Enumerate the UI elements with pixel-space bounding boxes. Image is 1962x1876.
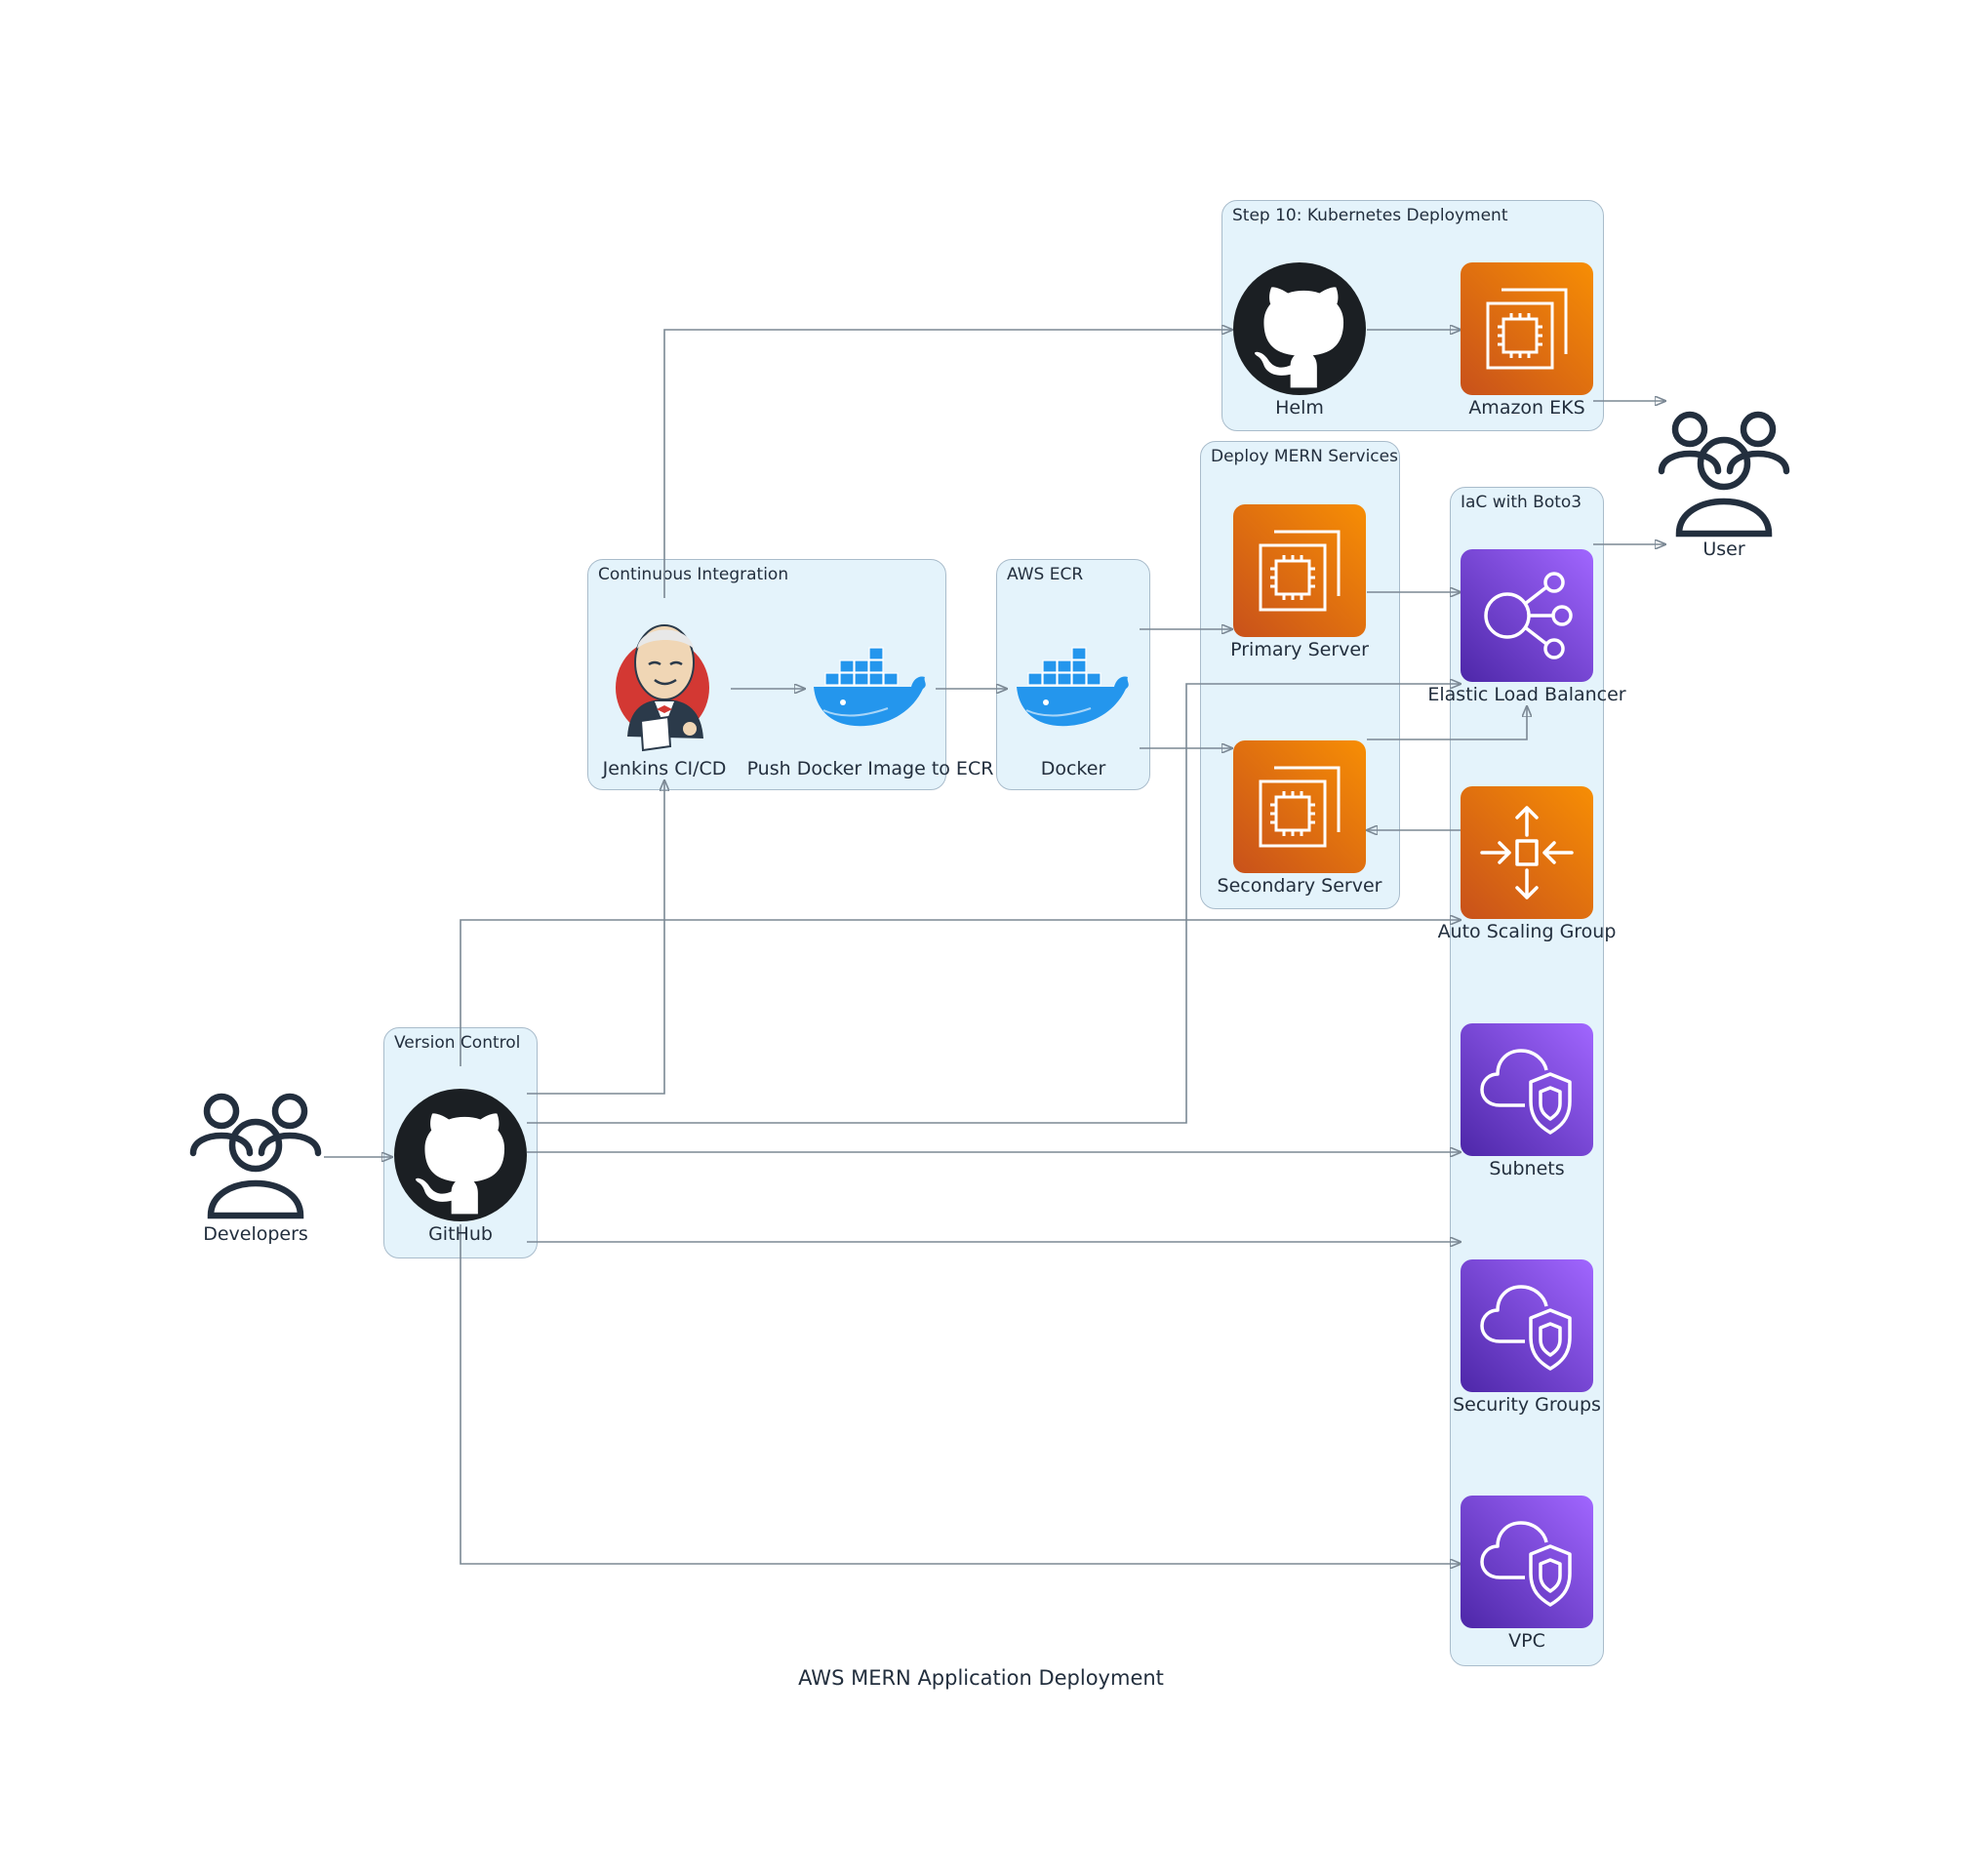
node-label: GitHub (428, 1223, 493, 1245)
node-label: Security Groups (1453, 1394, 1601, 1416)
edge-github-asg (460, 920, 1461, 1066)
node-label: Elastic Load Balancer (1427, 684, 1626, 705)
cluster-label: Step 10: Kubernetes Deployment (1232, 206, 1508, 225)
edge-github-vpc (460, 1224, 1461, 1564)
edge-github-elb (527, 684, 1461, 1124)
node-label: Helm (1275, 397, 1324, 419)
cluster-label: Continuous Integration (598, 565, 789, 584)
ec2-chip-icon (1461, 262, 1593, 395)
cluster-label: Deploy MERN Services (1211, 447, 1398, 466)
node-label: Subnets (1489, 1158, 1565, 1179)
diagram-title: AWS MERN Application Deployment (798, 1666, 1164, 1690)
jenkins-icon (616, 624, 709, 752)
cloud-shield-icon (1461, 1259, 1593, 1392)
cluster-label: AWS ECR (1007, 565, 1084, 584)
docker-icon (814, 647, 926, 727)
users-icon (189, 1093, 322, 1219)
ec2-chip-icon (1233, 504, 1366, 637)
node-label: Jenkins CI/CD (602, 758, 727, 779)
docker-icon (1017, 647, 1129, 727)
cluster-label: IaC with Boto3 (1461, 493, 1582, 512)
node-label: VPC (1508, 1630, 1545, 1652)
node-label: User (1702, 539, 1745, 560)
edge-github-jenkins (527, 780, 664, 1095)
edge-jenkins-helm (663, 330, 1232, 598)
auto-scaling-icon (1461, 786, 1593, 919)
load-balancer-icon (1461, 549, 1593, 682)
users-icon (1658, 411, 1790, 538)
node-label: Docker (1040, 758, 1106, 779)
node-label: Push Docker Image to ECR (746, 758, 994, 779)
node-label: Amazon EKS (1468, 397, 1585, 419)
cloud-shield-icon (1461, 1496, 1593, 1628)
node-label: Primary Server (1230, 639, 1369, 660)
edge-secondary-elb (1367, 706, 1527, 740)
github-icon (1233, 262, 1366, 395)
node-label: Secondary Server (1217, 875, 1382, 897)
node-label: Auto Scaling Group (1437, 921, 1617, 942)
ec2-chip-icon (1233, 740, 1366, 873)
cluster-label: Version Control (394, 1033, 521, 1053)
github-icon (394, 1089, 527, 1221)
cloud-shield-icon (1461, 1023, 1593, 1156)
node-label: Developers (203, 1223, 308, 1245)
